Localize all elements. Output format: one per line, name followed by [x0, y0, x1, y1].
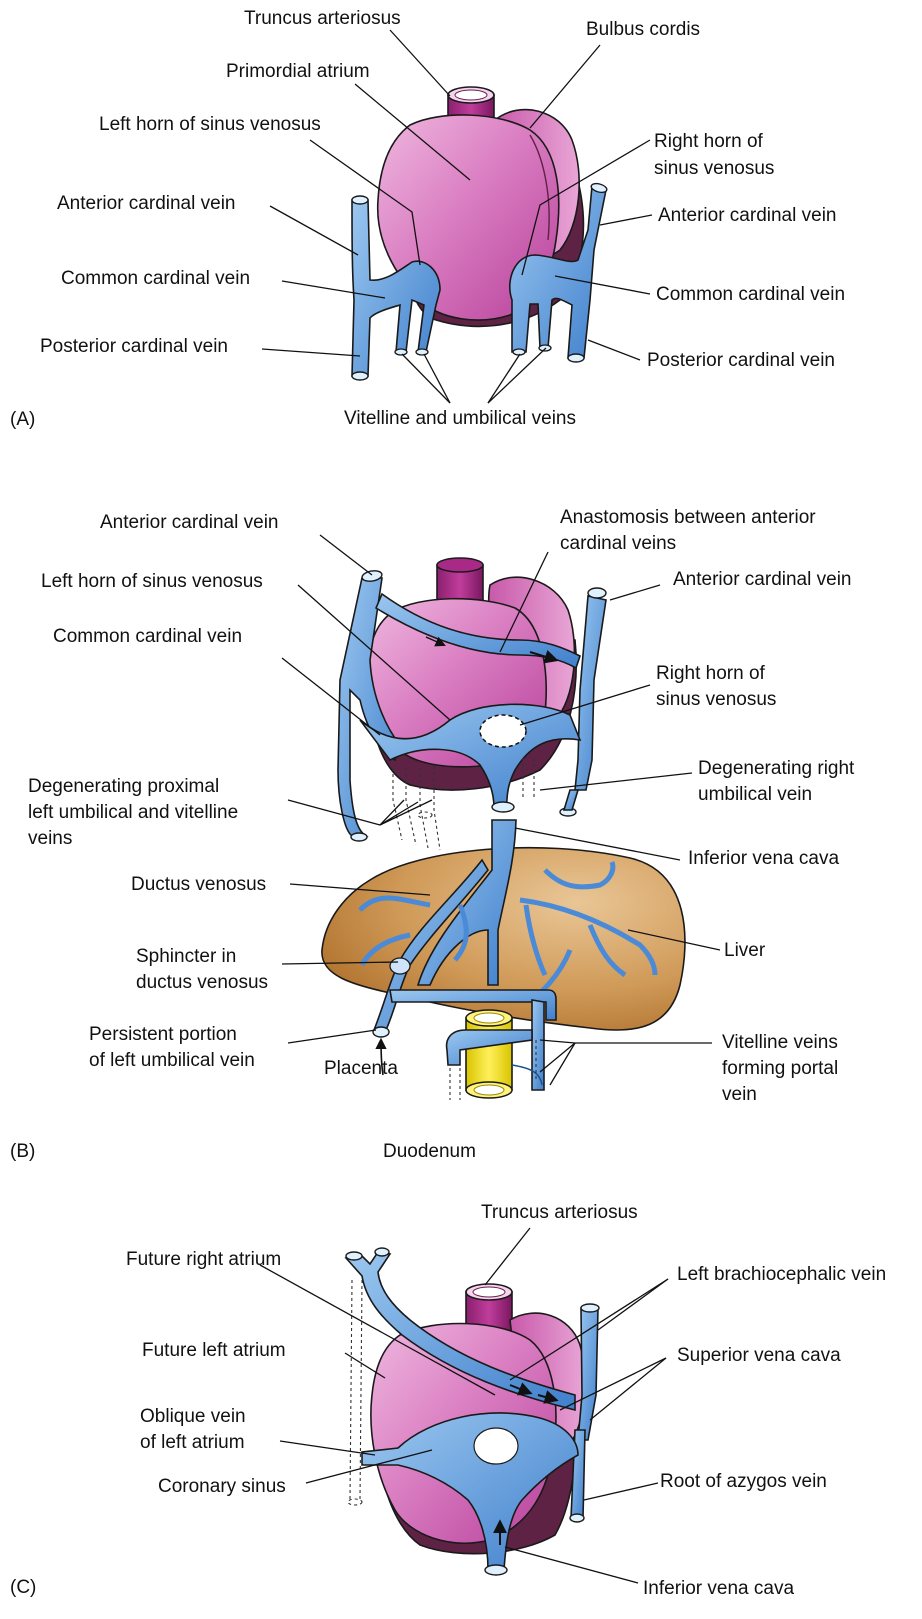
- label-ant-card-right-a: Anterior cardinal vein: [658, 205, 836, 226]
- label-common-card-right-a: Common cardinal vein: [656, 284, 845, 305]
- label-oblique-c-1: Oblique vein: [140, 1406, 246, 1427]
- label-degen-prox-b-3: veins: [28, 828, 72, 849]
- label-persistent-b-2: of left umbilical vein: [89, 1050, 255, 1071]
- label-oblique-c-2: of left atrium: [140, 1432, 245, 1453]
- panel-tag-a: (A): [10, 409, 35, 430]
- label-degen-right-b-2: umbilical vein: [698, 784, 812, 805]
- label-coronary-c: Coronary sinus: [158, 1476, 286, 1497]
- label-sphincter-b-1: Sphincter in: [136, 946, 236, 967]
- label-ivc-b: Inferior vena cava: [688, 848, 839, 869]
- label-right-horn-b-2: sinus venosus: [656, 689, 776, 710]
- label-persistent-b-1: Persistent portion: [89, 1024, 237, 1045]
- label-left-brachio-c: Left brachiocephalic vein: [677, 1264, 886, 1285]
- label-azygos-c: Root of azygos vein: [660, 1471, 827, 1492]
- label-left-horn-a: Left horn of sinus venosus: [99, 114, 321, 135]
- label-future-right-c: Future right atrium: [126, 1249, 281, 1270]
- label-post-card-left-a: Posterior cardinal vein: [40, 336, 228, 357]
- label-vitelline-portal-b-3: vein: [722, 1084, 757, 1105]
- label-ductus-b: Ductus venosus: [131, 874, 266, 895]
- label-degen-prox-b-2: left umbilical and vitelline: [28, 802, 238, 823]
- label-vitelline-portal-b-2: forming portal: [722, 1058, 838, 1079]
- label-degen-right-b-1: Degenerating right: [698, 758, 855, 779]
- label-future-left-c: Future left atrium: [142, 1340, 286, 1361]
- label-left-horn-b: Left horn of sinus venosus: [41, 571, 263, 592]
- label-ant-card-right-b: Anterior cardinal vein: [673, 569, 851, 590]
- label-right-horn-a-1: Right horn of: [654, 131, 764, 152]
- svc-c: [578, 1308, 598, 1440]
- label-liver-b: Liver: [724, 940, 766, 961]
- label-ant-card-left-b: Anterior cardinal vein: [100, 512, 278, 533]
- panel-b: Anterior cardinal vein Anastomosis betwe…: [10, 507, 855, 1162]
- label-sphincter-b-2: ductus venosus: [136, 972, 268, 993]
- label-right-horn-a-2: sinus venosus: [654, 158, 774, 179]
- label-duodenum-b: Duodenum: [383, 1141, 476, 1162]
- duodenum-b: [466, 1018, 512, 1090]
- label-placenta-b: Placenta: [324, 1058, 398, 1079]
- ant-card-left-opening-a: [352, 196, 368, 204]
- label-anastomosis-b-1: Anastomosis between anterior: [560, 507, 816, 528]
- label-truncus-a: Truncus arteriosus: [244, 8, 401, 29]
- label-anastomosis-b-2: cardinal veins: [560, 533, 676, 554]
- label-right-horn-b-1: Right horn of: [656, 663, 766, 684]
- label-post-card-right-a: Posterior cardinal vein: [647, 350, 835, 371]
- label-svc-c: Superior vena cava: [677, 1345, 841, 1366]
- right-ant-cardinal-b: [575, 596, 606, 790]
- label-bulbus-a: Bulbus cordis: [586, 19, 700, 40]
- label-truncus-c: Truncus arteriosus: [481, 1202, 638, 1223]
- panel-tag-b: (B): [10, 1141, 35, 1162]
- label-vitelline-a: Vitelline and umbilical veins: [344, 408, 576, 429]
- label-vitelline-portal-b-1: Vitelline veins: [722, 1032, 838, 1053]
- label-ivc-c: Inferior vena cava: [643, 1578, 794, 1599]
- label-common-card-b: Common cardinal vein: [53, 626, 242, 647]
- label-degen-prox-b-1: Degenerating proximal: [28, 776, 219, 797]
- label-ant-card-left-a: Anterior cardinal vein: [57, 193, 235, 214]
- label-primordial-atrium-a: Primordial atrium: [226, 61, 370, 82]
- panel-a: Truncus arteriosus Bulbus cordis Primord…: [10, 8, 845, 430]
- panel-tag-c: (C): [10, 1577, 36, 1598]
- panel-c: Truncus arteriosus Future right atrium L…: [10, 1202, 886, 1599]
- label-common-card-left-a: Common cardinal vein: [61, 268, 250, 289]
